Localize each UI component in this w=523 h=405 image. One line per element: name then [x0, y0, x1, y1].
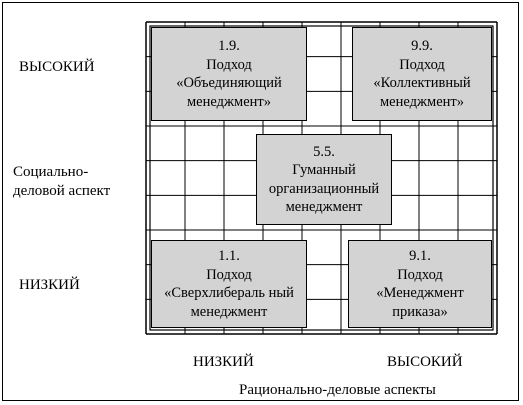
approach-code: 9.1. — [409, 248, 431, 264]
y-axis-title: Социально-деловой аспект — [13, 164, 111, 199]
approach-name: «Менеджмент приказа» — [376, 285, 464, 320]
approach-1-1-box: 1.1. Подход «Сверхлибераль ный менеджмен… — [151, 240, 307, 328]
approach-kind: Подход — [206, 56, 252, 73]
approach-kind: Гуманный — [292, 162, 356, 178]
approach-name: организационный менеджмент — [268, 180, 380, 216]
approach-9-9-box: 9.9. Подход «Коллективный менеджмент» — [352, 27, 492, 121]
approach-name: «Объединяющий менеджмент» — [176, 75, 282, 110]
x-axis-high-label: ВЫСОКИЙ — [387, 354, 463, 370]
approach-name: «Сверхлибераль ный менеджмент — [164, 285, 294, 320]
x-axis-low-label: НИЗКИЙ — [193, 354, 254, 370]
approach-kind: Подход — [399, 56, 445, 73]
approach-kind: Подход — [397, 266, 443, 283]
approach-code: 1.9. — [218, 38, 240, 54]
approach-kind: Подход — [206, 266, 252, 283]
approach-code: 9.9. — [411, 38, 433, 54]
grid-inner-border — [149, 25, 494, 331]
diagram-frame: ВЫСОКИЙ Социально-деловой аспект НИЗКИЙ … — [2, 2, 519, 401]
approach-code: 1.1. — [218, 248, 240, 264]
approach-9-1-box: 9.1. Подход «Менеджмент приказа» — [348, 240, 492, 328]
x-axis-title: Рационально-деловые аспекты — [239, 382, 436, 398]
approach-1-9-box: 1.9. Подход «Объединяющий менеджмент» — [151, 27, 307, 121]
approach-name: «Коллективный менеджмент» — [373, 75, 471, 110]
approach-code: 5.5. — [313, 143, 335, 160]
approach-5-5-box: 5.5. Гуманный организационный менеджмент — [256, 134, 392, 225]
y-axis-low-label: НИЗКИЙ — [19, 277, 80, 293]
y-axis-high-label: ВЫСОКИЙ — [19, 59, 95, 75]
